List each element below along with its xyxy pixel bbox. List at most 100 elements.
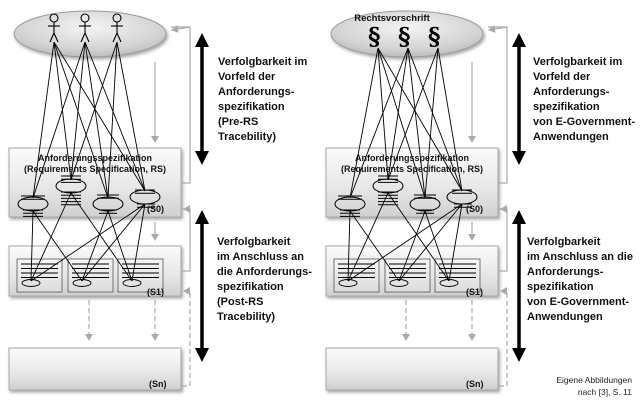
right-trace-link-down — [398, 210, 426, 282]
right-lower-label: Verfolgbarkeit im Anschluss an die Anfor… — [527, 235, 633, 325]
right-rs-title-line2: (Requirements Specification, RS) — [340, 164, 484, 174]
right-upper-label-line: Vorfeld der — [533, 71, 591, 83]
right-trace-link — [387, 47, 439, 181]
right-trace-link — [377, 47, 463, 192]
stakeholder-icon-leg — [116, 32, 122, 43]
right-stage-sn: (Sn) — [466, 379, 484, 389]
right-panel — [325, 10, 508, 391]
left-trace-link-down — [81, 203, 146, 282]
right-trace-link — [407, 47, 463, 192]
right-rs-box — [325, 147, 499, 218]
left-upper-label-line: Tracebility) — [218, 131, 277, 143]
left-trace-link — [70, 41, 118, 181]
right-trace-link-down — [347, 192, 389, 282]
right-stage-s1: (S1) — [466, 287, 484, 297]
right-stage-s0: (S0) — [466, 204, 484, 214]
right-upper-label-line: Anforderungs- — [533, 86, 610, 98]
left-stage-sn: (Sn) — [149, 379, 167, 389]
left-trace-link-down — [131, 203, 146, 282]
stakeholder-icon-leg — [84, 32, 90, 43]
right-upper-label-line: Verfolgbarkeit im — [533, 56, 623, 68]
right-upper-label-line: spezifikation — [533, 101, 600, 113]
right-lower-label-line: Anwendungen — [527, 311, 603, 323]
paragraph-icon-1: § — [368, 22, 381, 51]
right-lower-double-arrow-head-up — [512, 210, 526, 224]
right-trace-link — [407, 47, 426, 199]
right-trace-link — [424, 47, 439, 199]
left-lower-label: Verfolgbarkeit im Anschluss an die Anfor… — [217, 235, 312, 325]
left-trace-link — [53, 41, 146, 192]
left-feedback-arrow-upper — [171, 25, 191, 33]
source-note-line: Eigene Abbildungen — [556, 375, 632, 385]
left-trace-link-down — [107, 210, 133, 282]
right-lower-label-line: von E-Government- — [527, 296, 630, 308]
right-trace-link-down — [448, 203, 463, 282]
left-source-ellipse — [13, 10, 167, 58]
left-trace-link-down — [81, 210, 109, 282]
right-trace-link — [387, 47, 409, 181]
left-upper-label-line: Verfolgbarkeit im — [218, 56, 308, 68]
right-trace-link — [349, 47, 409, 199]
left-trace-link — [53, 41, 109, 199]
right-sn-box — [325, 347, 499, 391]
left-rs-title-line1: Anforderungsspezifikation — [37, 153, 152, 163]
left-lower-label-line: im Anschluss an — [217, 251, 305, 263]
right-feedback-line-upper — [488, 26, 508, 184]
right-trace-link — [349, 47, 379, 199]
left-lower-label-line: spezifikation — [217, 281, 284, 293]
left-sn-box — [8, 347, 182, 391]
right-feedback-line-mid — [499, 208, 508, 272]
left-upper-label-line: spezifikation — [218, 101, 285, 113]
right-upper-label: Verfolgbarkeit im Vorfeld der Anforderun… — [533, 55, 635, 145]
left-panel — [8, 10, 191, 391]
left-trace-link-down — [32, 210, 83, 282]
right-trace-link-down — [398, 203, 463, 282]
left-trace-link-down — [30, 210, 34, 282]
left-lower-label-line: Verfolgbarkeit — [217, 236, 291, 248]
left-trace-link-down — [30, 203, 146, 282]
paragraph-icon-2: § — [398, 22, 411, 51]
left-upper-label-line: Anforderungs- — [218, 86, 295, 98]
right-trace-link — [377, 47, 426, 199]
left-feedback-line-mid — [182, 208, 191, 272]
paragraph-icon-3: § — [428, 22, 441, 51]
left-trace-link — [32, 41, 86, 199]
right-source-title: Rechtsvorschrift — [354, 13, 430, 24]
right-trace-link-down — [424, 210, 450, 282]
left-trace-link — [32, 41, 55, 199]
left-feedback-line-upper — [171, 26, 191, 184]
right-upper-label-line: Anwendungen — [533, 131, 609, 143]
right-lower-double-arrow-head-down — [512, 348, 526, 362]
right-trace-link-down — [347, 210, 351, 282]
left-trace-link — [53, 41, 72, 181]
right-trace-link — [377, 47, 389, 181]
right-trace-link-down — [387, 192, 450, 282]
left-lower-double-arrow-head-up — [195, 210, 209, 224]
left-stage-s0: (S0) — [147, 204, 165, 214]
left-stage-s1: (S1) — [147, 287, 165, 297]
left-lower-label-line: (Post-RS — [217, 296, 264, 308]
left-upper-double-arrow-head-down — [195, 151, 209, 165]
left-trace-link-down — [70, 192, 133, 282]
left-upper-label: Verfolgbarkeit im Vorfeld der Anforderun… — [218, 55, 307, 145]
right-trace-link — [437, 47, 463, 192]
right-lower-label-line: Anforderungs- — [527, 266, 604, 278]
right-lower-label-line: im Anschluss an die — [527, 251, 633, 263]
left-lower-double-arrow-head-down — [195, 348, 209, 362]
stakeholder-icon-leg — [112, 32, 118, 43]
right-lower-label-line: spezifikation — [527, 281, 594, 293]
left-trace-link — [84, 41, 146, 192]
stakeholder-icon-leg — [80, 32, 86, 43]
left-upper-label-line: Vorfeld der — [218, 71, 276, 83]
left-upper-double-arrow-head-up — [195, 33, 209, 47]
stakeholder-icon-leg — [49, 32, 55, 43]
left-lower-label-line: Tracebility) — [217, 311, 276, 323]
left-s1-artifact-ellipse — [72, 279, 92, 287]
stakeholder-icon-leg — [53, 32, 59, 43]
right-upper-double-arrow-head-down — [512, 151, 526, 165]
left-trace-link — [84, 41, 109, 199]
right-s1-artifact-ellipse — [389, 279, 409, 287]
left-trace-link — [107, 41, 118, 199]
